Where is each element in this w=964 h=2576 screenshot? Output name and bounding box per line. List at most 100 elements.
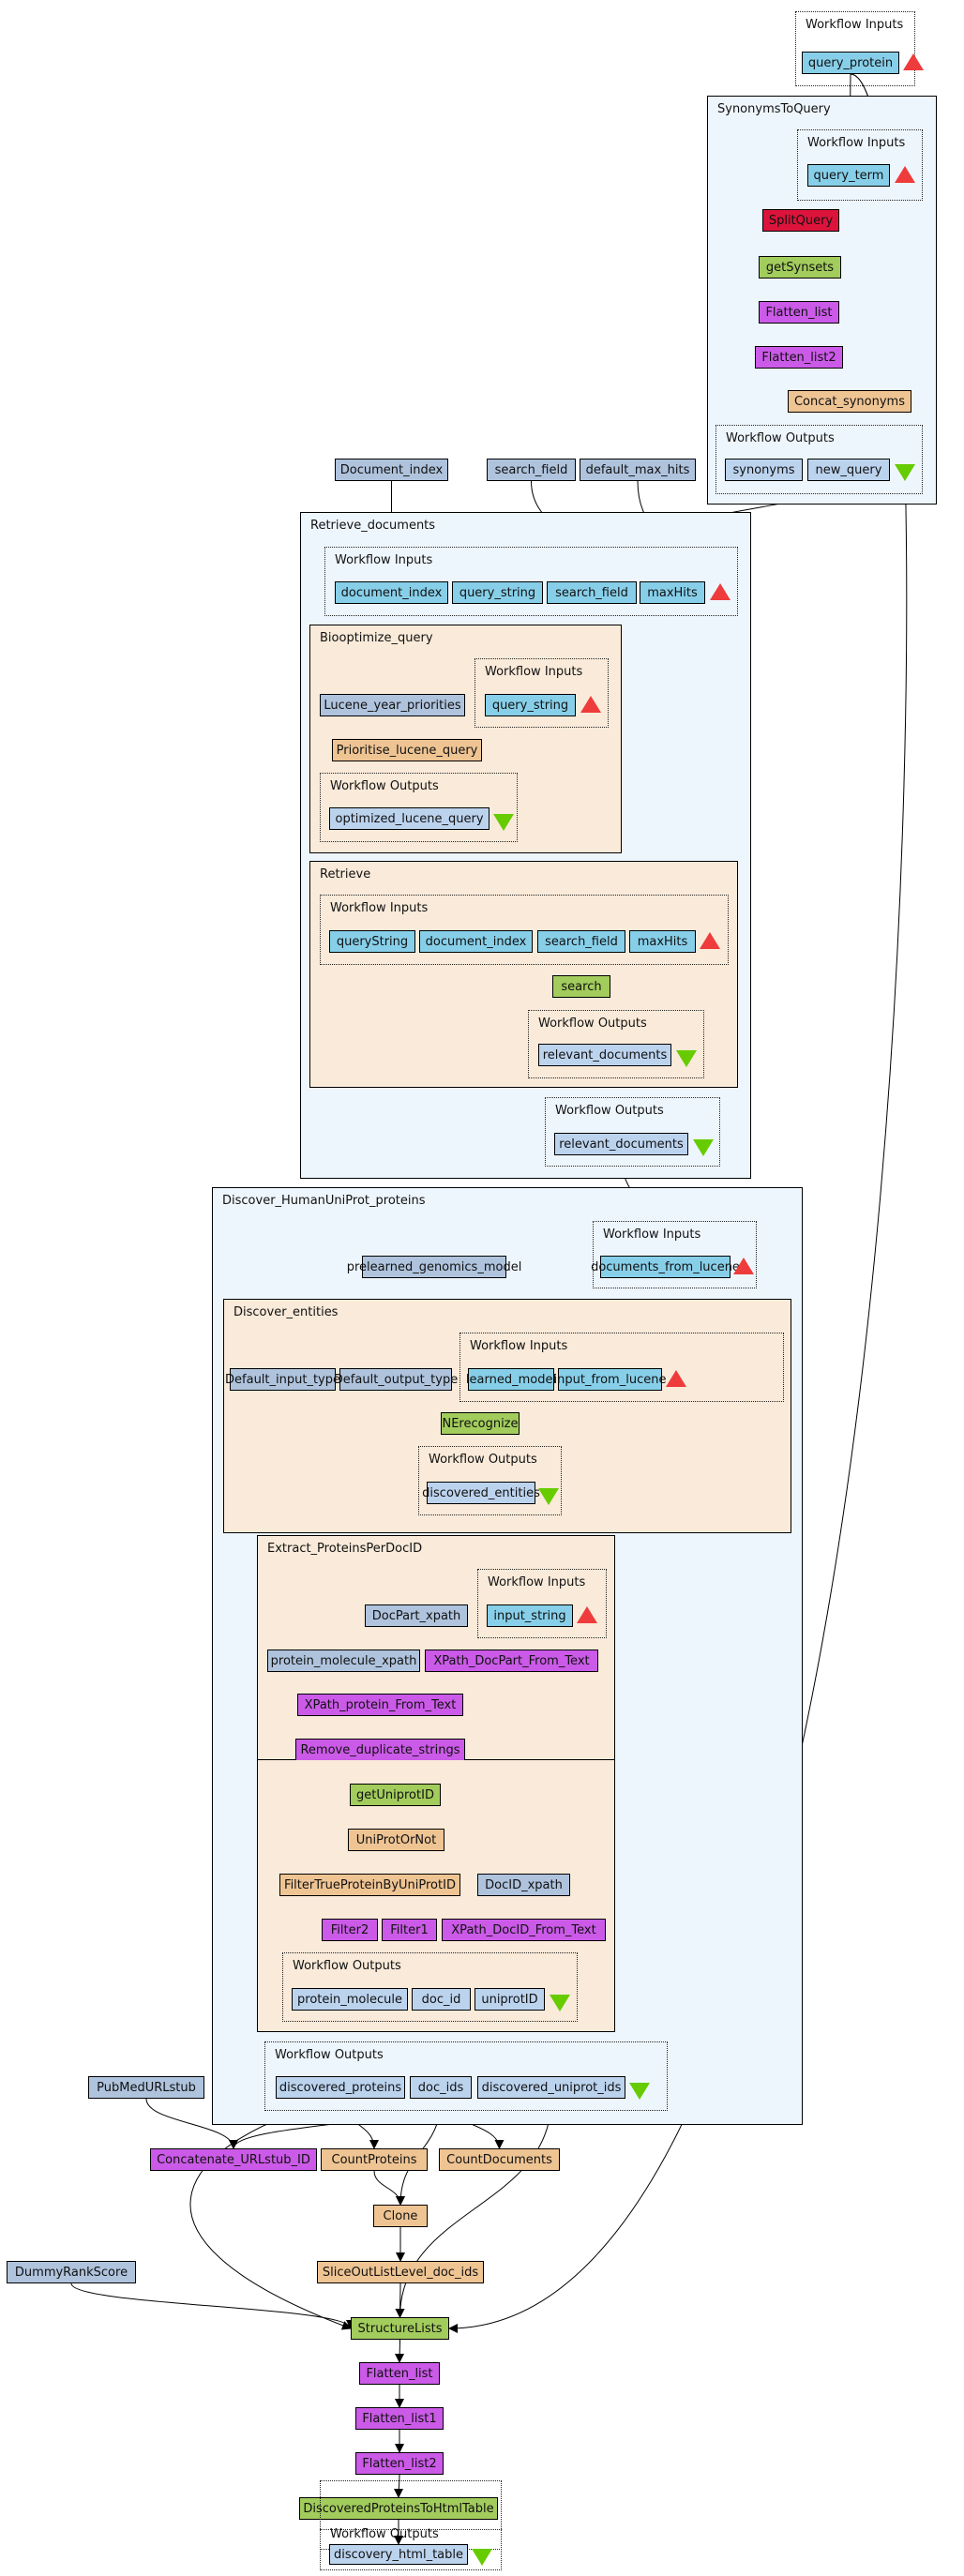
processor-nerecognize[interactable]: NErecognize <box>441 1412 520 1435</box>
processor-structure-lists[interactable]: StructureLists <box>351 2317 449 2340</box>
output-discovery-html-table[interactable]: discovery_html_table <box>329 2544 468 2565</box>
processor-concatenate-urlstub-id[interactable]: Concatenate_URLstub_ID <box>150 2148 317 2171</box>
output-protein-molecule[interactable]: protein_molecule <box>292 1988 408 2011</box>
processor-flatten-list[interactable]: Flatten_list <box>759 301 839 324</box>
processor-search[interactable]: search <box>552 975 610 998</box>
input-query-string-bio[interactable]: query_string <box>485 694 576 716</box>
edge-constant-dummy-rank-score-to-processor-structure-lists <box>70 2282 355 2329</box>
processor-remove-duplicate-strings[interactable]: Remove_duplicate_strings <box>295 1739 465 1761</box>
group-title: Workflow Outputs <box>429 1453 537 1467</box>
processor-count-proteins[interactable]: CountProteins <box>321 2148 428 2171</box>
constant-docpart-xpath[interactable]: DocPart_xpath <box>365 1604 468 1627</box>
processor-filter2[interactable]: Filter2 <box>322 1919 378 1941</box>
processor-flatten-list1-top[interactable]: Flatten_list1 <box>355 2407 444 2430</box>
cluster-title: Discover_entities <box>233 1305 339 1319</box>
group-title: Workflow Outputs <box>555 1104 664 1118</box>
input-documents-from-lucene[interactable]: documents_from_lucene <box>591 1256 740 1278</box>
output-doc-ids[interactable]: doc_ids <box>410 2076 472 2099</box>
input-marker-icon <box>903 53 924 70</box>
input-query-string[interactable]: query_string <box>452 581 543 604</box>
input-marker-icon <box>700 932 720 949</box>
constant-default-max-hits[interactable]: default_max_hits <box>580 459 696 481</box>
group-title: Workflow Inputs <box>335 553 433 567</box>
biooptimize-inputs-group: Workflow Inputs <box>474 658 609 728</box>
constant-document-index[interactable]: Document_index <box>335 459 448 481</box>
constant-pubmed-url-stub[interactable]: PubMedURLstub <box>88 2076 204 2099</box>
processor-concat-synonyms[interactable]: Concat_synonyms <box>788 390 911 413</box>
output-discovered-proteins[interactable]: discovered_proteins <box>276 2076 405 2099</box>
constant-search-field[interactable]: search_field <box>487 459 576 481</box>
processor-clone[interactable]: Clone <box>373 2205 428 2227</box>
group-title: Workflow Inputs <box>807 136 906 150</box>
input-input-string[interactable]: input_string <box>487 1604 573 1627</box>
constant-lucene-year-priorities[interactable]: Lucene_year_priorities <box>320 694 465 716</box>
output-marker-icon <box>895 464 915 481</box>
group-title: Workflow Inputs <box>470 1339 568 1353</box>
constant-protein-molecule-xpath[interactable]: protein_molecule_xpath <box>267 1650 420 1672</box>
input-input-from-lucene[interactable]: input_from_lucene <box>554 1368 666 1391</box>
processor-count-documents[interactable]: CountDocuments <box>439 2148 560 2171</box>
top-workflow-inputs-group: Workflow Inputs <box>795 11 915 86</box>
processor-xpath-protein-from-text[interactable]: XPath_protein_From_Text <box>297 1694 463 1716</box>
input-query-term[interactable]: query_term <box>807 164 890 187</box>
processor-discovered-proteins-to-html-table[interactable]: DiscoveredProteinsToHtmlTable <box>299 2497 498 2520</box>
input-query-protein[interactable]: query_protein <box>802 52 899 74</box>
processor-get-uniprot-id[interactable]: getUniprotID <box>350 1784 441 1806</box>
input-search-field[interactable]: search_field <box>547 581 637 604</box>
input-marker-icon <box>895 166 915 183</box>
input-search-field-retrieve[interactable]: search_field <box>537 930 625 953</box>
output-relevant-documents[interactable]: relevant_documents <box>554 1133 688 1155</box>
constant-prelearned-genomics-model[interactable]: prelearned_genomics_model <box>347 1256 521 1278</box>
constant-dummy-rank-score[interactable]: DummyRankScore <box>7 2261 136 2283</box>
cluster-title: Discover_HumanUniProt_proteins <box>222 1194 426 1208</box>
input-learned-model[interactable]: learned_model <box>466 1368 556 1391</box>
output-synonyms[interactable]: synonyms <box>725 459 803 481</box>
output-uniprot-id[interactable]: uniprotID <box>474 1988 545 2011</box>
input-marker-icon <box>733 1258 754 1274</box>
group-title: Workflow Outputs <box>330 779 439 793</box>
output-discovered-entities[interactable]: discovered_entities <box>422 1482 540 1504</box>
input-max-hits-retrieve[interactable]: maxHits <box>629 930 696 953</box>
input-marker-icon <box>580 696 601 713</box>
cluster-title: SynonymsToQuery <box>717 102 831 116</box>
processor-get-synsets[interactable]: getSynsets <box>759 256 841 279</box>
output-relevant-documents-inner[interactable]: relevant_documents <box>538 1044 671 1066</box>
processor-prioritise-lucene-query[interactable]: Prioritise_lucene_query <box>332 739 482 761</box>
output-discovered-uniprot-ids[interactable]: discovered_uniprot_ids <box>477 2076 625 2099</box>
output-doc-id[interactable]: doc_id <box>412 1988 471 2011</box>
output-new-query[interactable]: new_query <box>807 459 890 481</box>
extract-outputs-group: Workflow Outputs <box>282 1952 578 2022</box>
output-optimized-lucene-query[interactable]: optimized_lucene_query <box>329 807 490 830</box>
discover-entities-inputs-group: Workflow Inputs <box>459 1333 784 1402</box>
processor-flatten-list2-top[interactable]: Flatten_list2 <box>355 2452 444 2475</box>
processor-filter1[interactable]: Filter1 <box>382 1919 437 1941</box>
processor-flatten-list2[interactable]: Flatten_list2 <box>755 346 843 369</box>
input-document-index[interactable]: document_index <box>335 581 448 604</box>
constant-docid-xpath[interactable]: DocID_xpath <box>477 1874 570 1896</box>
group-title: Workflow Outputs <box>330 2527 439 2541</box>
discover-human-outputs-group: Workflow Outputs <box>264 2041 668 2111</box>
edge-output-discovered-proteins-to-processor-structure-lists <box>189 2098 352 2330</box>
processor-uniprot-or-not[interactable]: UniProtOrNot <box>348 1829 444 1851</box>
processor-slice-out-list-level-doc-ids[interactable]: SliceOutListLevel_doc_ids <box>317 2261 484 2283</box>
input-document-index-retrieve[interactable]: document_index <box>419 930 533 953</box>
constant-default-output-type[interactable]: Default_output_type <box>334 1368 458 1391</box>
group-title: Workflow Outputs <box>293 1959 401 1973</box>
input-marker-icon <box>710 583 731 600</box>
edge-processor-structure-lists-to-processor-flatten-list-top <box>395 2339 405 2363</box>
processor-split-query[interactable]: SplitQuery <box>762 209 839 232</box>
processor-xpath-docpart-from-text[interactable]: XPath_DocPart_From_Text <box>425 1650 598 1672</box>
synonyms-outputs-group: Workflow Outputs <box>715 425 923 494</box>
constant-default-input-type[interactable]: Default_input_type <box>225 1368 340 1391</box>
retrieve-outputs-group: Workflow Outputs <box>528 1010 704 1078</box>
processor-flatten-list-top[interactable]: Flatten_list <box>359 2362 440 2385</box>
input-max-hits[interactable]: maxHits <box>640 581 705 604</box>
cluster-title: Retrieve_documents <box>310 519 436 533</box>
output-marker-icon <box>538 1488 559 1505</box>
input-query-string-retrieve[interactable]: queryString <box>329 930 415 953</box>
processor-xpath-docid-from-text[interactable]: XPath_DocID_From_Text <box>442 1919 606 1941</box>
edge-processor-count-proteins-to-processor-clone <box>373 2170 405 2206</box>
cluster-title: Biooptimize_query <box>320 631 433 645</box>
processor-filter-true-protein-by-uniprot-id[interactable]: FilterTrueProteinByUniProtID <box>279 1874 460 1896</box>
output-marker-icon <box>629 2083 650 2100</box>
